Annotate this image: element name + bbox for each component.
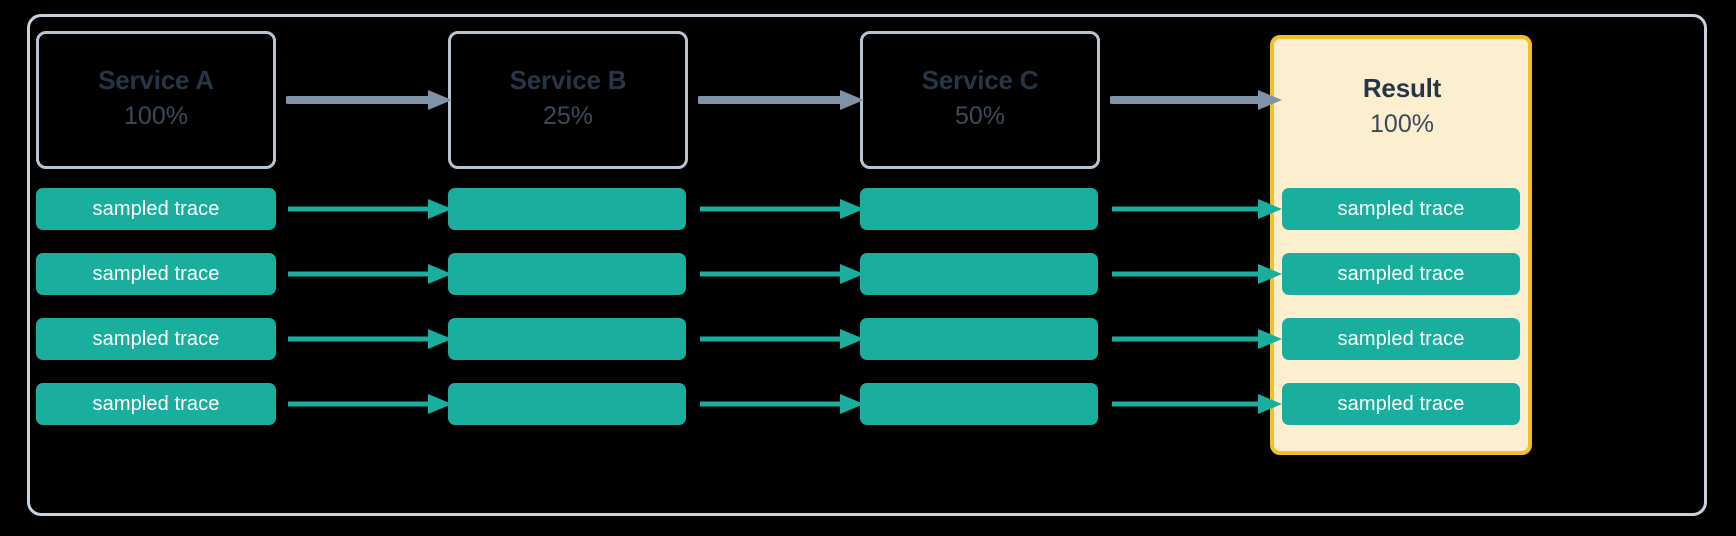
service-percent-label: 25% bbox=[542, 102, 594, 131]
trace-chip[interactable]: sampled trace bbox=[1282, 318, 1520, 360]
trace-chip[interactable]: sampled trace bbox=[1282, 383, 1520, 425]
trace-arrow-row-4-a-to-b bbox=[286, 392, 452, 416]
trace-chip[interactable]: sampled trace bbox=[36, 383, 276, 425]
trace-chip[interactable]: sampled trace bbox=[1282, 188, 1520, 230]
service-name-label: Service C bbox=[921, 65, 1039, 96]
trace-chip[interactable]: sampled trace bbox=[36, 253, 276, 295]
trace-chip[interactable] bbox=[448, 318, 686, 360]
diagram-outer-frame bbox=[27, 14, 1707, 516]
service-box-result[interactable]: Result 100% bbox=[1282, 48, 1522, 168]
trace-arrow-row-3-a-to-b bbox=[286, 327, 452, 351]
service-percent-label: 100% bbox=[124, 102, 188, 131]
trace-chip[interactable] bbox=[448, 383, 686, 425]
trace-chip[interactable]: sampled trace bbox=[36, 188, 276, 230]
trace-chip[interactable]: sampled trace bbox=[36, 318, 276, 360]
service-name-label: Service B bbox=[509, 65, 627, 96]
service-box-service-b[interactable]: Service B 25% bbox=[448, 31, 688, 169]
service-name-label: Service A bbox=[98, 65, 214, 96]
service-box-service-c[interactable]: Service C 50% bbox=[860, 31, 1100, 169]
trace-arrow-row-1-a-to-b bbox=[286, 197, 452, 221]
arrow-service-a-to-service-b bbox=[286, 88, 452, 112]
result-name-label: Result bbox=[1362, 73, 1442, 104]
trace-arrow-row-1-c-to-result bbox=[1110, 197, 1282, 221]
trace-arrow-row-4-c-to-result bbox=[1110, 392, 1282, 416]
trace-arrow-row-3-c-to-result bbox=[1110, 327, 1282, 351]
trace-arrow-row-2-c-to-result bbox=[1110, 262, 1282, 286]
trace-arrow-row-4-b-to-c bbox=[698, 392, 864, 416]
arrow-service-c-to-result bbox=[1110, 88, 1282, 112]
trace-chip[interactable]: sampled trace bbox=[1282, 253, 1520, 295]
arrow-service-b-to-service-c bbox=[698, 88, 864, 112]
trace-arrow-row-1-b-to-c bbox=[698, 197, 864, 221]
trace-chip[interactable] bbox=[860, 383, 1098, 425]
service-percent-label: 50% bbox=[954, 102, 1006, 131]
result-percent-label: 100% bbox=[1370, 110, 1434, 139]
trace-arrow-row-2-b-to-c bbox=[698, 262, 864, 286]
trace-chip[interactable] bbox=[860, 253, 1098, 295]
trace-arrow-row-2-a-to-b bbox=[286, 262, 452, 286]
trace-chip[interactable] bbox=[448, 188, 686, 230]
trace-arrow-row-3-b-to-c bbox=[698, 327, 864, 351]
trace-chip[interactable] bbox=[860, 318, 1098, 360]
trace-chip[interactable] bbox=[860, 188, 1098, 230]
service-box-service-a[interactable]: Service A 100% bbox=[36, 31, 276, 169]
trace-chip[interactable] bbox=[448, 253, 686, 295]
